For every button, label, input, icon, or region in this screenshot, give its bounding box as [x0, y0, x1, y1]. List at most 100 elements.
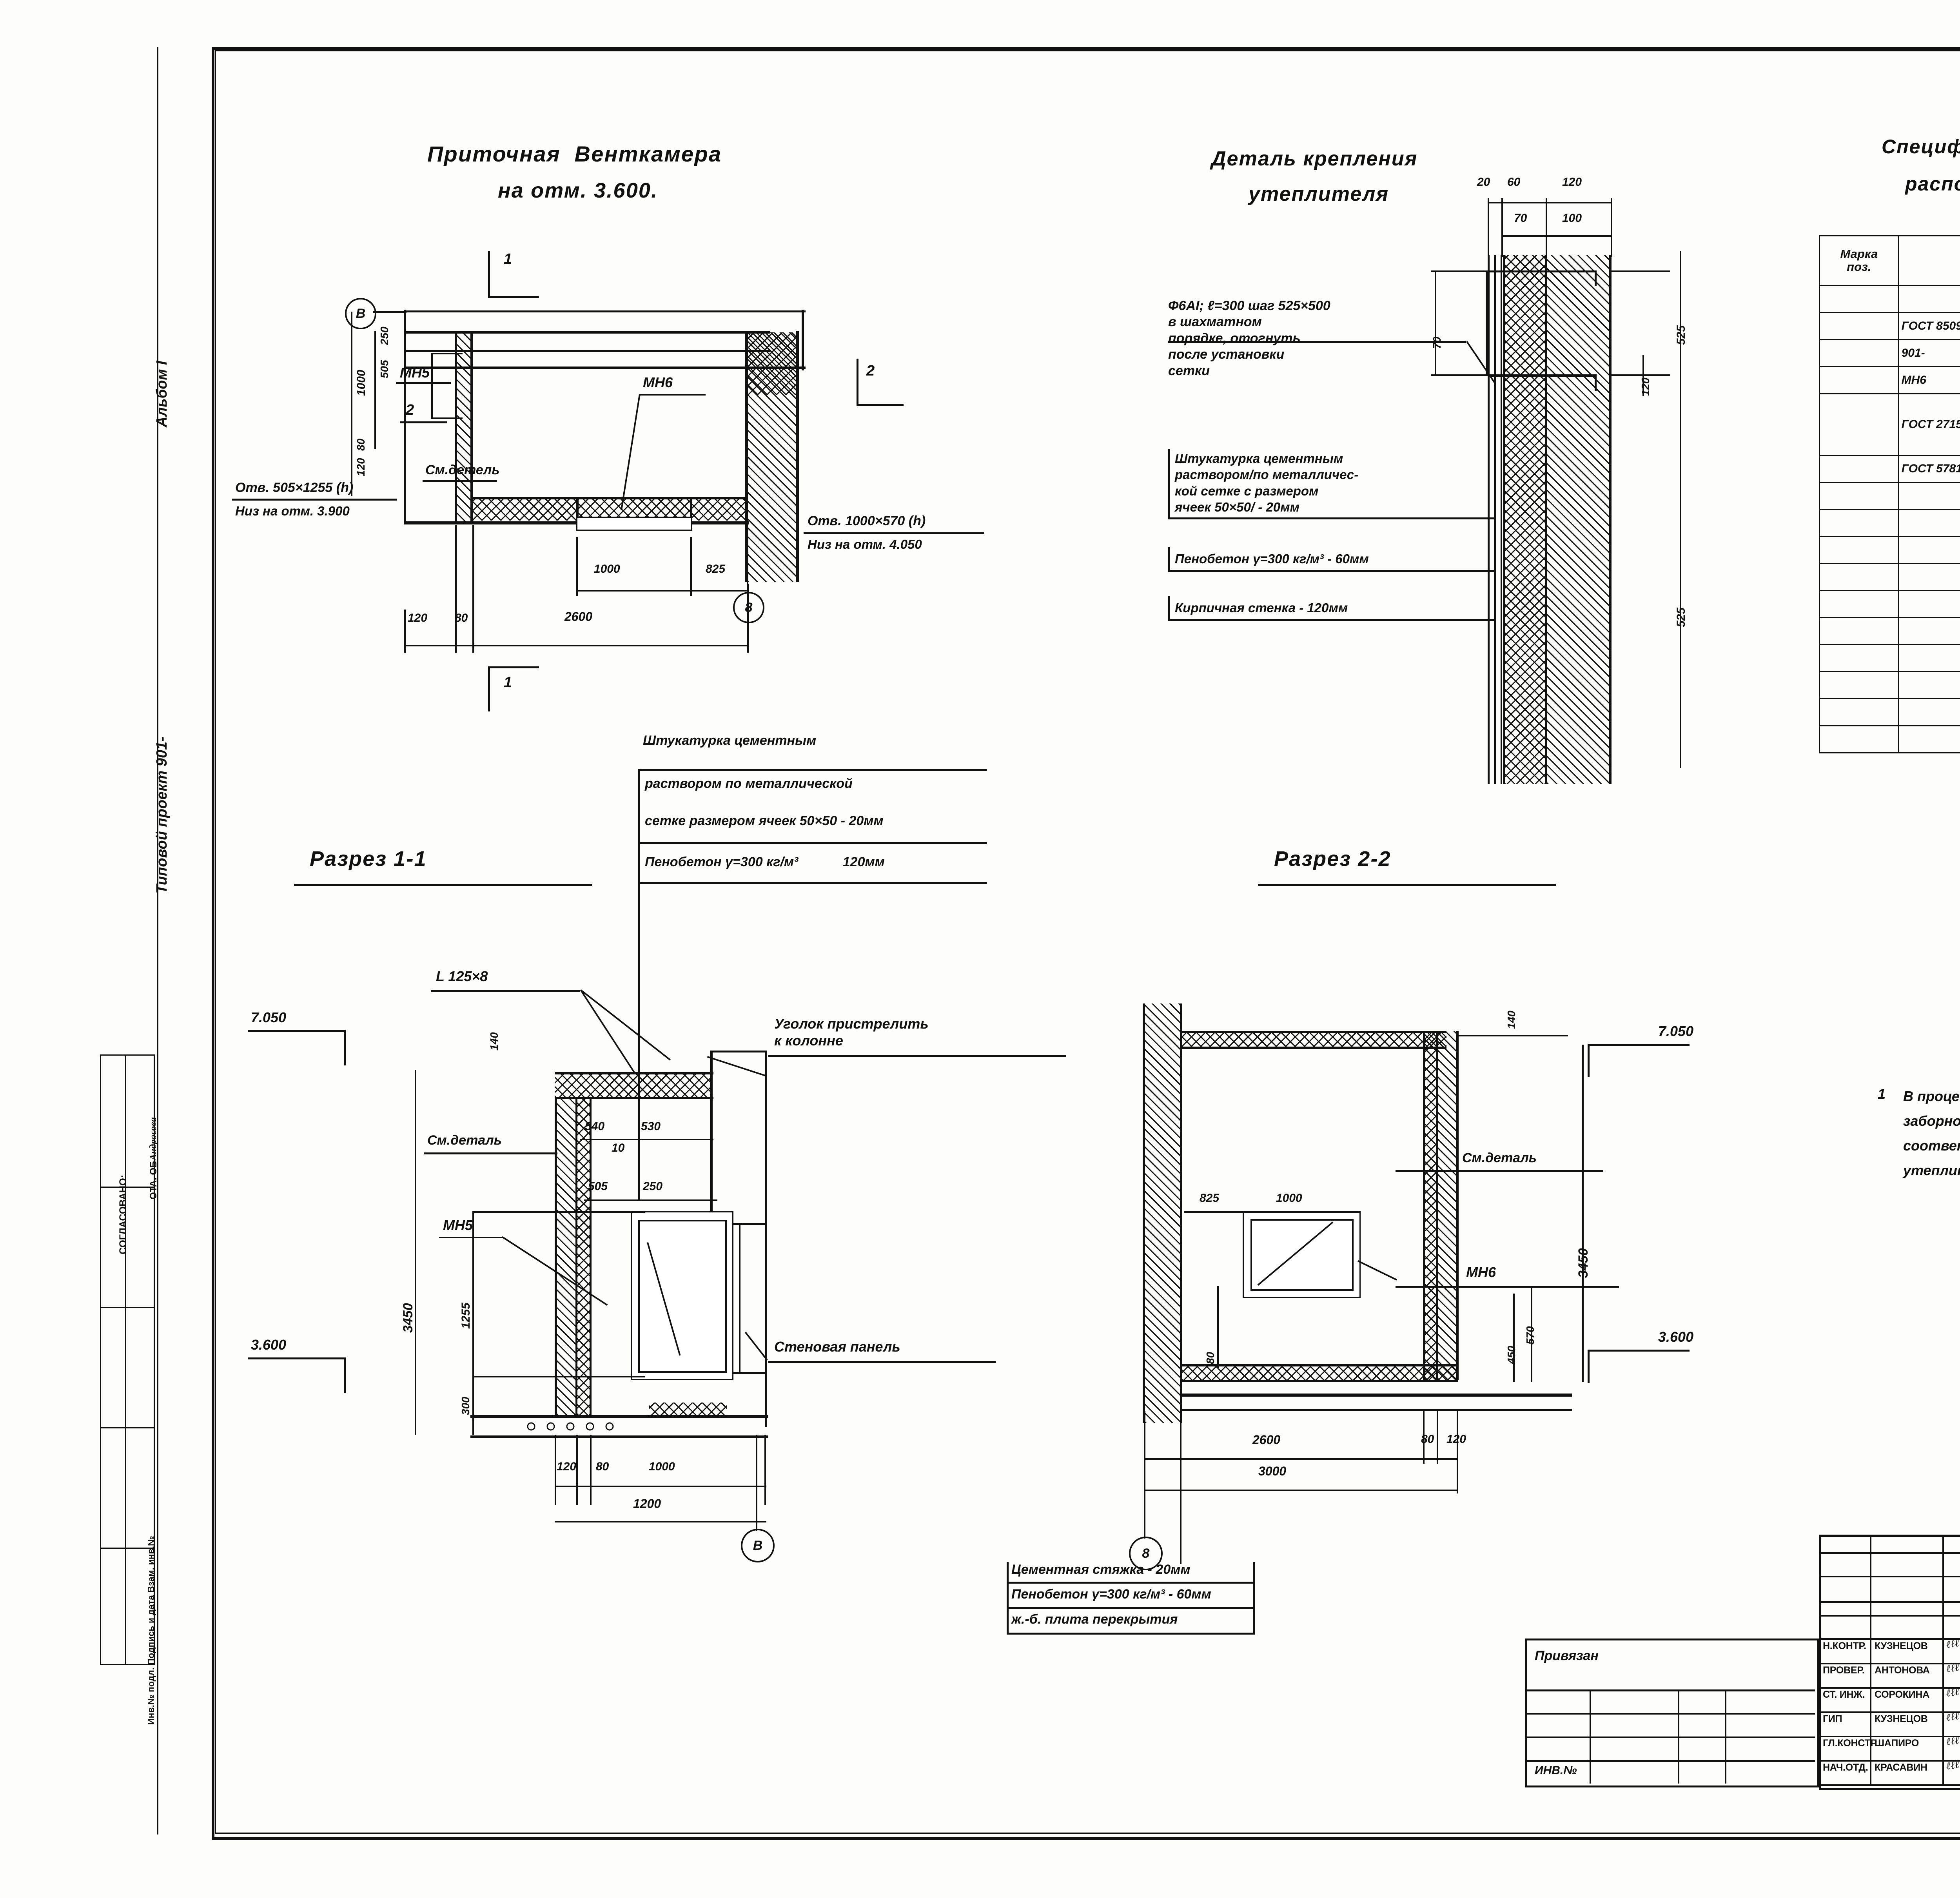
section11-level-bot-rule — [248, 1357, 346, 1359]
section22-dimext-n — [1437, 1411, 1438, 1464]
plaster-note-block: Штукатурка цементным — [643, 733, 996, 748]
staff-signature: ℓℓℓ — [1945, 1686, 1960, 1699]
section22-level-bottom: 3.600 — [1658, 1329, 1694, 1345]
table-row — [1819, 725, 1960, 753]
section22-dim-450: 450 — [1505, 1346, 1517, 1364]
detail-layer-note-2: Пенобетон γ=300 кг/м³ - 60мм — [1168, 547, 1495, 572]
section11-slab-voids — [521, 1420, 647, 1433]
detail-brick-right — [1609, 255, 1612, 784]
spec-cell-mark — [1819, 590, 1899, 618]
section22-floor-left-rule — [1007, 1562, 1009, 1635]
specification-table: Марка поз. Обозначение Наименование Кол.… — [1819, 235, 1960, 753]
detail-anchor-callout-text: Ф6АI; ℓ=300 шаг 525×500 в шахматном поря… — [1168, 298, 1330, 378]
spec-cell-designation — [1898, 644, 1960, 672]
staff-role: СТ. ИНЖ. — [1823, 1689, 1865, 1700]
section11-level-top-arrow — [344, 1030, 346, 1065]
section22-dim570-line — [1531, 1286, 1532, 1382]
detail-layer-note-3: Кирпичная стенка - 120мм — [1168, 596, 1495, 621]
section11-dim-540: 540 — [585, 1120, 605, 1133]
spec-cell-designation: 901- кжи-МН5 — [1898, 339, 1960, 367]
spec-cell-designation: МН6 — [1898, 366, 1960, 394]
section11-dim-300: 300 — [459, 1397, 472, 1415]
sheet-border-outer — [212, 47, 1960, 1840]
detail-anchor-2-bend — [1595, 374, 1597, 391]
section11-wall-panel-rule — [768, 1361, 996, 1363]
staff-row-rule — [1819, 1663, 1960, 1664]
section11-panel-right — [765, 1051, 767, 1427]
section11-wall-foam-hatch — [577, 1098, 590, 1415]
plan-dimext-f — [690, 537, 692, 596]
drawing-code: ТП 901-3-191.83 — [1952, 1558, 1960, 1582]
plan-top-line-4 — [406, 367, 806, 369]
detail-anchor-1-bend — [1595, 270, 1597, 286]
section22-leftwall-inner — [1180, 1003, 1182, 1423]
spec-cell-mark — [1819, 339, 1899, 367]
plan-top-line-3 — [406, 350, 770, 352]
section22-title-rule — [1258, 884, 1556, 886]
section22-dimline-825-1000 — [1184, 1211, 1360, 1213]
section22-bot-slab-a — [1180, 1364, 1458, 1366]
plaster-note-left-rule — [638, 769, 640, 934]
staff-signature: ℓℓℓ — [1945, 1637, 1960, 1651]
plan-mh5-edge — [431, 353, 433, 419]
section11-label-note-angle: Уголок пристрелить к колонне — [774, 1016, 929, 1049]
section11-label-see-detail: См.деталь — [427, 1133, 502, 1148]
plan-dim-80: 80 — [355, 438, 367, 451]
section22-level-bot-rule — [1588, 1350, 1690, 1352]
detail-dim70-top — [1431, 270, 1490, 272]
section22-rightwall-outer — [1456, 1031, 1459, 1380]
tb-staff-r0 — [1819, 1552, 1960, 1554]
plan-section-mark-1-bottom: 1 — [504, 674, 512, 691]
section11-level-bot-arrow — [344, 1357, 346, 1393]
privyazan-divider — [1525, 1689, 1815, 1691]
plan-detail-circle-8: 8 — [733, 592, 764, 623]
detail-dim70-vert — [1435, 270, 1436, 376]
detail-layer-1-text: Штукатурка цементным раствором/по металл… — [1175, 451, 1359, 514]
section22-bot-slab-b — [1180, 1380, 1458, 1382]
plan-dim-1000: 1000 — [355, 370, 368, 396]
section22-floor-slab — [1180, 1394, 1572, 1397]
plan-bottom-wall-inner — [470, 497, 745, 499]
plan-wall-right-inner — [745, 331, 748, 582]
plan-see-detail-underline — [423, 480, 497, 482]
table-row: ГОСТ 2715-75Металлическая тканная сетка … — [1819, 393, 1960, 456]
spec-cell-mark — [1819, 698, 1899, 726]
plan-section1-bottom-line — [488, 666, 490, 711]
plan-dimline-sub — [576, 590, 749, 592]
spec-title-line2: расположения Венткамеры — [1905, 173, 1960, 195]
approval-signature: Андросова — [148, 1117, 158, 1160]
section11-dim-250: 250 — [643, 1180, 663, 1193]
spec-cell-mark — [1819, 509, 1899, 537]
plan-dim-120b: 120 — [408, 611, 428, 624]
section11-dim-3450: 3450 — [401, 1303, 416, 1333]
section11-dimline-bottom2 — [555, 1521, 766, 1522]
sheet-border-inner — [215, 50, 1960, 1834]
staff-signature: ℓℓℓ — [1945, 1661, 1960, 1675]
table-row — [1819, 671, 1960, 699]
detail-right-ext2 — [1611, 374, 1670, 376]
spec-body: Металлические элементыГОСТ 8509-72L125×8… — [1819, 285, 1960, 753]
section11-level-top: 7.050 — [251, 1009, 287, 1025]
table-row — [1819, 590, 1960, 618]
project-label: Типовой проект 901- — [154, 737, 170, 894]
plan-dim-ext-2 — [374, 331, 376, 449]
table-row — [1819, 617, 1960, 645]
spec-cell-designation — [1898, 563, 1960, 591]
staff-name: АНТОНОВА — [1875, 1665, 1930, 1676]
section22-dimline-2600 — [1144, 1458, 1457, 1460]
plan-duct-right-edge — [802, 310, 804, 370]
detail-title-line1: Деталь крепления — [1211, 147, 1418, 170]
section22-floor-layer-2: Пенобетон γ=300 кг/м³ - 60мм — [1011, 1587, 1211, 1602]
section22-top-slab-b — [1180, 1047, 1446, 1049]
plan-section2-arrow — [857, 404, 904, 406]
privyazan-row1 — [1525, 1713, 1815, 1715]
section22-dim-1000: 1000 — [1276, 1192, 1302, 1205]
section22-dim-3000: 3000 — [1258, 1464, 1287, 1478]
plan-top-line-2 — [406, 331, 770, 334]
section11-wall-inner — [590, 1098, 592, 1415]
plaster-note-line-3: сетке размером ячеек 50×50 - 20мм — [645, 813, 884, 828]
section11-panel-joint2 — [710, 1372, 767, 1374]
